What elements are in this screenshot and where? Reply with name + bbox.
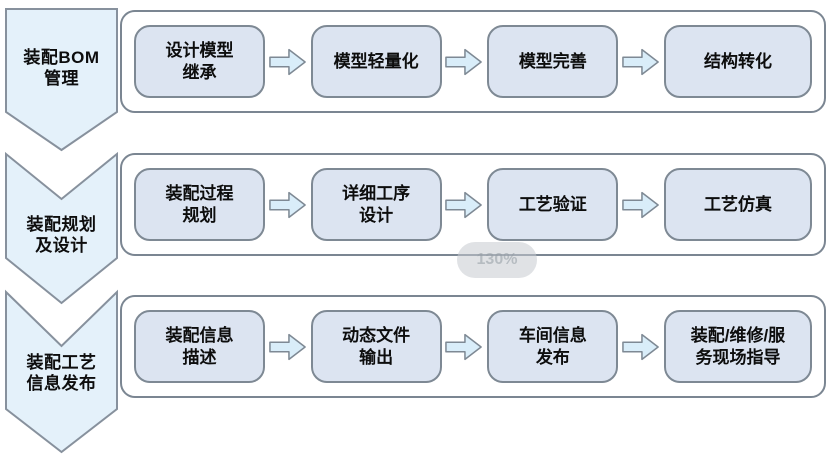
step-box-assembly-info-describe: 装配信息 描述: [134, 310, 265, 383]
step-box-assembly-process-plan: 装配过程 规划: [134, 168, 265, 241]
step-box-structure-convert: 结构转化: [663, 25, 812, 98]
arrow-right-icon: [445, 333, 483, 360]
step-box-dynamic-file-output: 动态文件 输出: [310, 310, 442, 383]
chevron-stage-3-shape: [5, 289, 118, 454]
chevron-stage-2-shape: [5, 151, 118, 305]
arrow-right-icon: [269, 48, 306, 75]
step-box-workshop-info-release: 车间信息 发布: [487, 310, 619, 383]
stage-row-1: 设计模型 继承 模型轻量化 模型完善 结构转化: [120, 10, 826, 113]
arrow-right-icon: [269, 191, 306, 218]
arrow-right-icon: [445, 48, 483, 75]
stage-label-planning-design: 装配规划 及设计: [26, 215, 97, 255]
stage-row-3: 装配信息 描述 动态文件 输出 车间信息 发布 装配/维修/服 务现场指导: [120, 295, 826, 398]
step-box-model-complete: 模型完善: [487, 25, 619, 98]
stage-chevrons: [5, 8, 118, 454]
stage-label-bom-management: 装配BOM 管理: [23, 48, 100, 88]
step-box-process-simulation: 工艺仿真: [663, 168, 812, 241]
stage-label-info-release: 装配工艺 信息发布: [26, 353, 97, 393]
arrow-right-icon: [622, 333, 660, 360]
step-box-onsite-guidance: 装配/维修/服 务现场指导: [663, 310, 812, 383]
zoom-level-toast: 130%: [457, 242, 537, 278]
step-box-process-verify: 工艺验证: [487, 168, 619, 241]
arrow-right-icon: [445, 191, 483, 218]
step-box-detail-worksequence-design: 详细工序 设计: [310, 168, 442, 241]
step-box-design-model-inherit: 设计模型 继承: [134, 25, 265, 98]
arrow-right-icon: [269, 333, 306, 360]
step-box-model-lightweight: 模型轻量化: [310, 25, 442, 98]
chevron-stage-1-shape: [5, 8, 118, 152]
arrow-right-icon: [622, 191, 660, 218]
arrow-right-icon: [622, 48, 660, 75]
stage-row-2: 装配过程 规划 详细工序 设计 工艺验证 工艺仿真: [120, 153, 826, 256]
